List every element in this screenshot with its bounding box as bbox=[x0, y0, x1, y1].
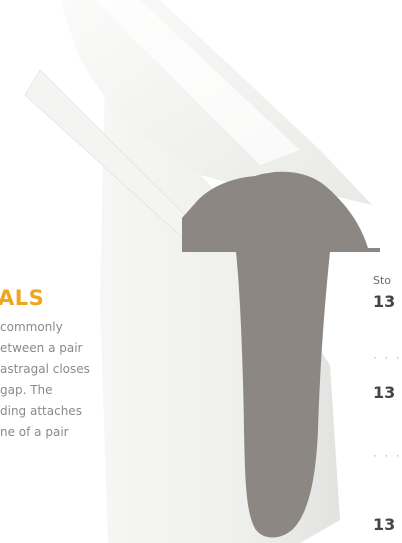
description-line-6: ne of a pair bbox=[0, 425, 69, 439]
description-line-2: etween a pair bbox=[0, 341, 83, 355]
spec-divider-1: · · · bbox=[373, 350, 402, 364]
description-line-3: astragal closes bbox=[0, 362, 90, 376]
description-line-5: ding attaches bbox=[0, 404, 82, 418]
spec-divider-2: · · · bbox=[373, 448, 402, 462]
spec-value-2: 13 bbox=[373, 383, 396, 402]
spec-label: Sto bbox=[373, 274, 392, 287]
molding-highlight bbox=[95, 0, 300, 165]
description-line-1: commonly bbox=[0, 320, 63, 334]
section-heading: ALS bbox=[0, 286, 45, 310]
description-line-4: gap. The bbox=[0, 383, 53, 397]
spec-value-3: 13 bbox=[373, 515, 396, 534]
spec-value-1: 13 bbox=[373, 292, 396, 311]
molding-profile-cross-section bbox=[182, 171, 380, 538]
